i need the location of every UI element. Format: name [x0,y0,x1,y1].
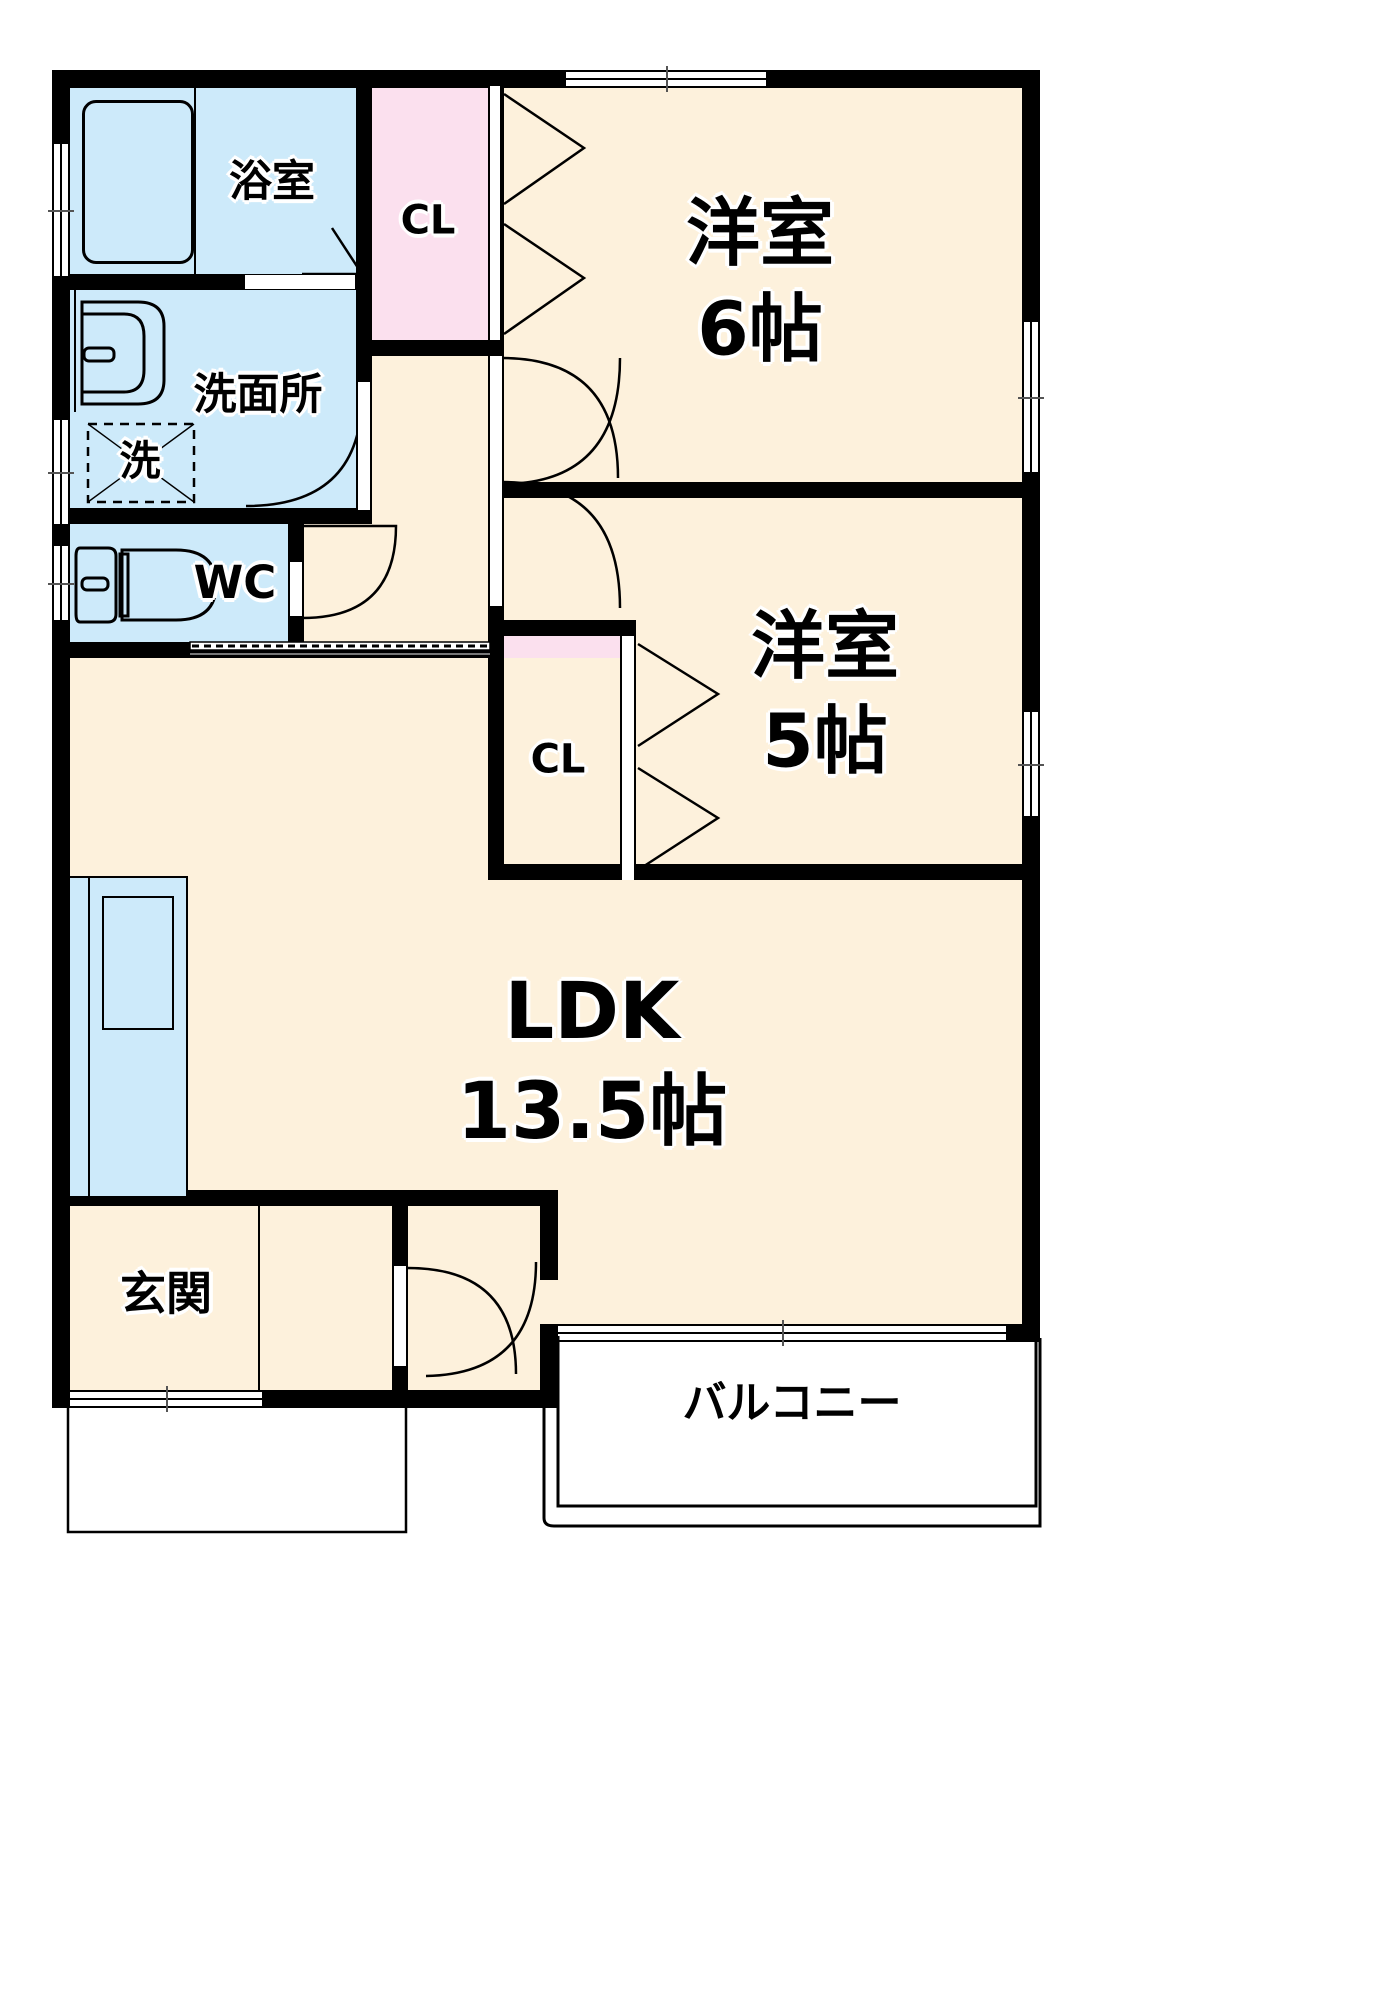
closet-door-top-chevron-2[interactable] [502,222,588,338]
window-wc-west[interactable] [48,546,74,620]
hall-wc-side-fill [288,524,488,642]
closet-bottom-label: CL [530,736,586,783]
washroom-label: 洗面所 [193,370,323,421]
wall-ldk-south-b [1004,1324,1040,1342]
bath-divider [194,86,196,274]
wall-east [1022,70,1040,1340]
room5-size-label: 5帖 [762,698,888,785]
wall-closet-top-left [356,86,372,340]
window-washroom-west[interactable] [48,420,74,524]
entrance-porch-outline [66,1404,408,1534]
wall-room6-west-joint [488,340,504,356]
closet-door-bottom-chevron-2[interactable] [636,766,722,874]
closet-door-top-chevron-1[interactable] [502,92,588,208]
vanity-back-line [74,290,76,412]
closet-top-fill [372,86,488,340]
wall-entrance-hall-south [392,1390,558,1408]
door-room5-leaf[interactable] [488,482,504,606]
entrance-label: 玄関 [120,1266,212,1321]
ldk-size-label: 13.5帖 [456,1067,728,1158]
balcony-outline [542,1336,1042,1528]
door-room5-icon[interactable] [500,480,626,610]
balcony-label: バルコニー [682,1377,902,1429]
kitchen-counter-edge [88,876,90,1198]
laundry-label: 洗 [119,437,161,486]
door-wc-icon[interactable] [300,524,404,624]
door-entrance-leaf[interactable] [392,1266,408,1366]
wall-wc-east-bot [288,612,304,642]
washer-pan-icon [86,422,196,504]
closet-door-top-leaf[interactable] [488,86,502,340]
closet-door-bottom-leaf[interactable] [620,636,636,880]
window-bath-west[interactable] [48,144,74,276]
window-ldk-balcony[interactable] [558,1320,1006,1346]
bathtub-icon [82,100,194,264]
kitchen-sink-icon [102,896,174,1030]
door-wc-leaf[interactable] [288,562,304,616]
door-washroom-leaf[interactable] [356,382,372,510]
window-entrance-south[interactable] [70,1386,262,1412]
bath-label: 浴室 [229,157,315,208]
window-room6-north[interactable] [566,66,766,92]
balcony-fill [556,1340,1028,1520]
ldk-name-label: LDK [504,967,680,1058]
toilet-icon [74,546,218,624]
wc-label: WC [193,556,277,610]
door-room5-icon-upper[interactable] [500,356,626,486]
wall-washroom-wc [52,508,372,524]
closet-top-label: CL [400,197,456,244]
bath-door-threshold[interactable] [244,274,356,290]
washroom-fill [68,290,356,508]
door-bath-folding-icon[interactable] [300,226,365,278]
room6-name-label: 洋室 [686,190,834,277]
closet-door-bottom-chevron-1[interactable] [636,642,722,750]
entrance-step-line [258,1206,260,1390]
wall-closet-bottom-left [488,620,504,880]
room6-size-label: 6帖 [697,286,823,373]
window-room5-east[interactable] [1018,712,1044,816]
door-entrance-hall-icon[interactable] [420,1256,540,1380]
bath-fill [68,86,356,274]
vanity-sink-icon [80,300,166,406]
ldk-fill-right [488,658,1028,1198]
wall-entrance-hall-east-top [540,1190,558,1280]
wall-closet-bottom-top [488,620,636,636]
wall-room5-south [488,864,1040,880]
room5-name-label: 洋室 [751,603,899,690]
wall-west [52,70,70,1408]
door-entrance-icon[interactable] [406,1266,522,1378]
door-room6-icon[interactable] [500,356,624,482]
door-hall-ldk-sliding[interactable] [189,640,491,662]
door-room6-leaf[interactable] [488,356,504,482]
wall-wc-east-top [288,524,304,566]
room6-fill [504,86,1028,482]
window-room6-east[interactable] [1018,322,1044,472]
entrance-fill [68,1206,408,1406]
wall-north [52,70,1040,88]
wall-closet-top-bottom [372,340,488,356]
wall-room6-room5 [488,482,1040,498]
